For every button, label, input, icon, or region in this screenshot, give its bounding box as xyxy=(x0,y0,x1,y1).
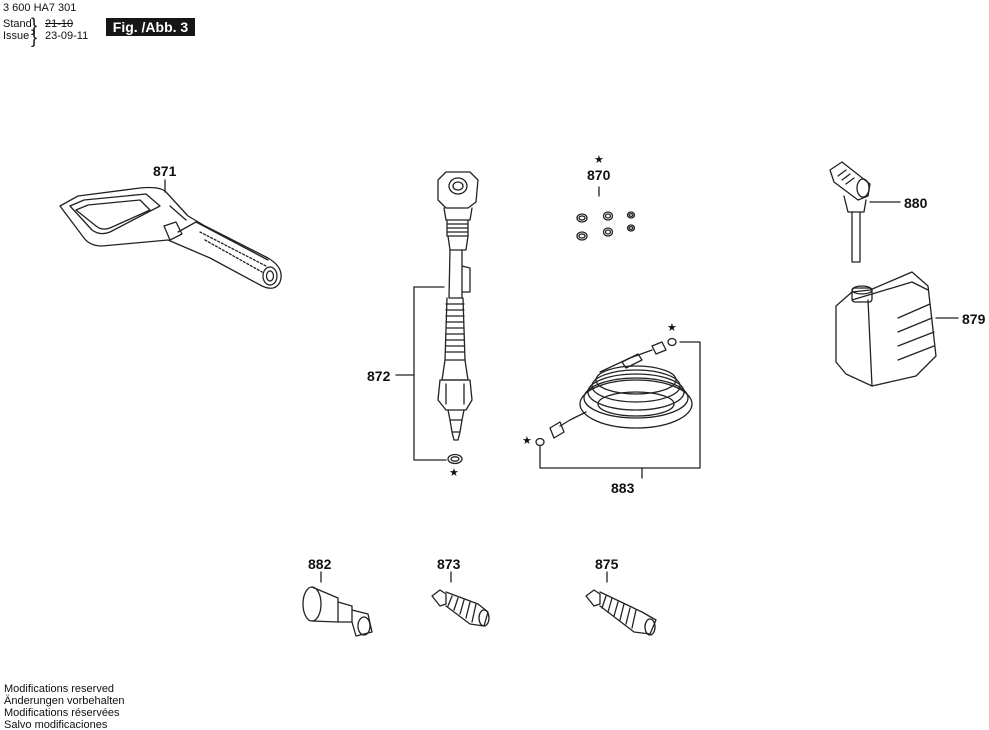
high-pressure-hose-drawing xyxy=(535,337,701,479)
star-marker: ★ xyxy=(594,154,604,166)
part-label-883: 883 xyxy=(611,480,635,496)
footer-line: Modifications réservées xyxy=(4,707,120,719)
part-label-872: 872 xyxy=(367,368,391,384)
o-ring-set-drawing xyxy=(576,186,636,241)
part-label-875: 875 xyxy=(595,556,619,572)
star-marker: ★ xyxy=(522,435,532,447)
figure-badge: Fig. /Abb. 3 xyxy=(106,18,195,36)
trigger-gun-drawing xyxy=(59,179,282,289)
part-label-879: 879 xyxy=(962,311,986,327)
part-label-871: 871 xyxy=(153,163,177,179)
document-number: 3 600 HA7 301 xyxy=(3,2,77,14)
part-label-870: 870 xyxy=(587,167,611,183)
lance-drawing xyxy=(395,171,479,465)
suction-tube-drawing xyxy=(829,161,901,263)
nozzle-drawing xyxy=(431,571,490,627)
footer-notes: Modifications reserved Änderungen vorbeh… xyxy=(4,683,124,730)
brace-glyph: } xyxy=(31,15,38,35)
stand-label: Stand xyxy=(3,18,32,30)
issue-label: Issue xyxy=(3,30,30,42)
rotary-nozzle-drawing xyxy=(585,571,657,636)
part-label-882: 882 xyxy=(308,556,332,572)
adapter-drawing xyxy=(302,571,373,637)
footer-line: Änderungen vorbehalten xyxy=(4,695,125,707)
footer-line: Modifications reserved xyxy=(4,683,115,695)
footer-line: Salvo modificaciones xyxy=(4,719,108,730)
brace-glyph: } xyxy=(31,27,38,47)
detergent-bottle-drawing xyxy=(835,271,959,387)
part-label-873: 873 xyxy=(437,556,461,572)
part-label-880: 880 xyxy=(904,195,928,211)
star-marker: ★ xyxy=(667,322,677,334)
stand-value: 21-10 xyxy=(45,18,74,30)
issue-value: 23-09-11 xyxy=(45,30,89,42)
star-marker: ★ xyxy=(449,467,459,479)
